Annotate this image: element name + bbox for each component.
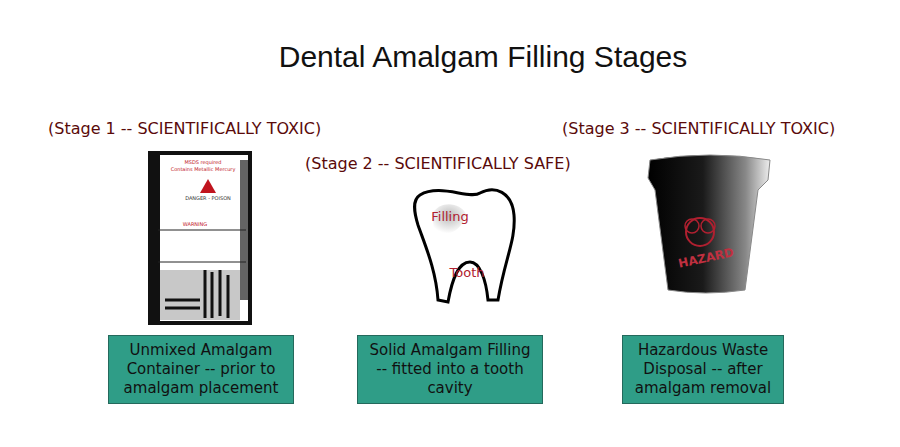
- container-label: MSDS required: [184, 160, 221, 166]
- caption-text: Solid Amalgam Filling -- fitted into a t…: [366, 341, 534, 398]
- part-label: Filling: [431, 210, 468, 224]
- caption-box: Unmixed Amalgam Container -- prior to am…: [108, 335, 294, 404]
- container-label: Contains Metallic Mercury: [171, 167, 236, 173]
- diagram-title: Dental Amalgam Filling Stages: [279, 40, 688, 74]
- stage-heading: (Stage 3 -- SCIENTIFICALLY TOXIC): [562, 120, 835, 138]
- caption-box: Hazardous Waste Disposal -- after amalga…: [622, 335, 784, 404]
- hazard-bucket: [648, 155, 770, 293]
- caption-text: Unmixed Amalgam Container -- prior to am…: [117, 341, 285, 398]
- caption-box: Solid Amalgam Filling -- fitted into a t…: [357, 335, 543, 404]
- part-label: Tooth: [450, 266, 485, 280]
- amalgam-container: [150, 153, 250, 323]
- container-label: WARNING: [183, 222, 207, 228]
- stage-heading: (Stage 2 -- SCIENTIFICALLY SAFE): [305, 155, 571, 173]
- caption-text: Hazardous Waste Disposal -- after amalga…: [631, 341, 775, 398]
- tooth-with-filling: [415, 190, 515, 302]
- container-label: DANGER - POISON: [185, 196, 231, 202]
- stage-heading: (Stage 1 -- SCIENTIFICALLY TOXIC): [48, 120, 321, 138]
